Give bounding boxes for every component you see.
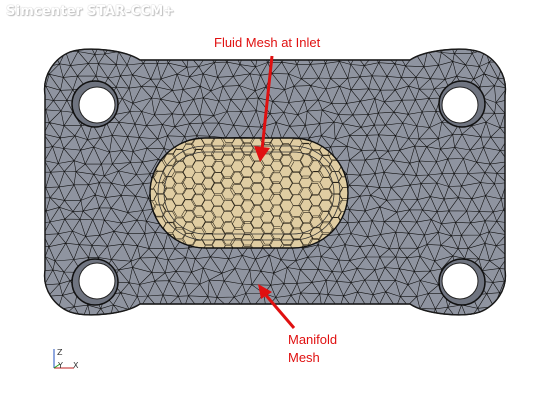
- app-title: Simcenter STAR-CCM+: [6, 4, 175, 19]
- axis-z-label: Z: [57, 348, 63, 357]
- manifold-plate-outline: [43, 48, 507, 316]
- manifold-arrow: [262, 292, 296, 329]
- bolt-hole-bottom-left: [71, 258, 119, 306]
- manifold-annotation-line2: Mesh: [288, 350, 320, 365]
- bolt-hole-top-left: [71, 80, 119, 128]
- axis-x-label: X: [73, 361, 79, 370]
- bolt-holes: [71, 80, 486, 306]
- bolt-hole-bottom-right: [438, 258, 486, 306]
- fluid-mesh-inlet: [149, 137, 349, 249]
- inlet-annotation-text: Fluid Mesh at Inlet: [214, 35, 321, 50]
- bolt-hole-top-right: [438, 80, 486, 128]
- axis-triad-icon: Z Y X: [44, 344, 84, 374]
- axis-y-label: Y: [58, 361, 63, 370]
- inlet-arrowhead: [254, 146, 270, 162]
- manifold-annotation-line1: Manifold: [288, 332, 338, 347]
- inlet-annotation: Fluid Mesh at Inlet: [214, 34, 320, 52]
- manifold-annotation: Manifold Mesh: [288, 331, 337, 367]
- inlet-arrow: [260, 55, 274, 151]
- callout-arrows: [254, 55, 296, 329]
- manifold-arrowhead: [258, 284, 272, 299]
